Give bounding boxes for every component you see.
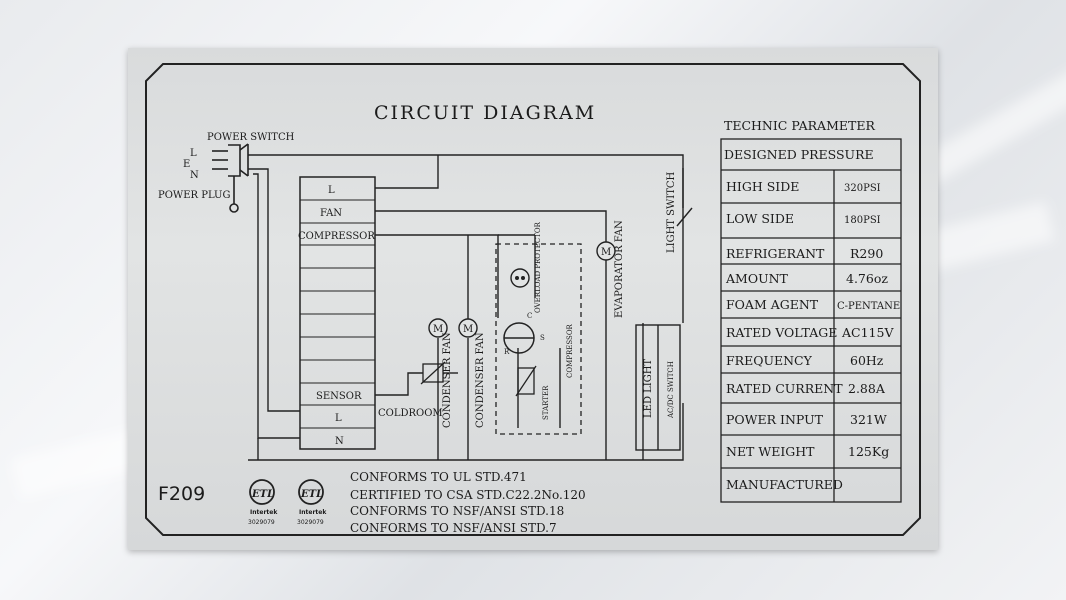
model-number: F209	[158, 483, 205, 505]
overload-protector-icon	[510, 268, 530, 288]
power-switch-label: POWER SWITCH	[207, 132, 295, 143]
svg-text:M: M	[601, 247, 611, 258]
etl-logo: ETL Intertek 3029079	[248, 479, 278, 526]
compressor-terminal-c: C	[527, 312, 532, 320]
terminal-rows	[300, 199, 375, 429]
led-light-icon	[635, 324, 681, 451]
param-value-refrigerant: R290	[850, 246, 883, 261]
param-label-manufactured: MANUFACTURED	[726, 477, 843, 492]
compressor-label: COMPRESSOR	[566, 323, 574, 378]
param-value-amount: 4.76oz	[846, 271, 888, 286]
param-value-rated-current: 2.88A	[848, 381, 886, 396]
terminal-label-l: L	[328, 185, 335, 196]
param-label-rated-current: RATED CURRENT	[726, 381, 843, 396]
acdc-switch-label: AC/DC SWITCH	[667, 361, 675, 419]
starter-icon	[515, 365, 537, 397]
compressor-assembly-box	[495, 243, 582, 435]
param-label-frequency: FREQUENCY	[726, 353, 813, 368]
conformity-line: CONFORMS TO NSF/ANSI STD.18	[350, 504, 564, 518]
technic-parameter-heading: TECHNIC PARAMETER	[724, 118, 875, 133]
diagram-canvas: CIRCUIT DIAGRAM POWER SWITCH POWER PLUG …	[145, 63, 921, 536]
terminal-label-fan: FAN	[320, 208, 342, 219]
power-plug-icon	[212, 144, 241, 213]
conformity-line: CONFORMS TO NSF/ANSI STD.7	[350, 521, 557, 535]
plug-pin-e: E	[183, 159, 190, 170]
evaporator-fan-label: EVAPORATOR FAN	[614, 220, 625, 318]
svg-text:ETL: ETL	[251, 489, 274, 500]
terminal-block: L FAN COMPRESSOR SENSOR L N	[298, 176, 376, 450]
param-value-power-input: 321W	[850, 412, 887, 427]
overload-protector-label: OVERLOAD PROTECTOR	[534, 221, 542, 313]
svg-text:Intertek: Intertek	[250, 509, 278, 516]
param-label-power-input: POWER INPUT	[726, 412, 824, 427]
svg-text:M: M	[463, 324, 473, 335]
starter-label: STARTER	[542, 385, 550, 420]
svg-text:3029079: 3029079	[297, 519, 324, 526]
conformity-line: CERTIFIED TO CSA STD.C22.2No.120	[350, 488, 586, 502]
label-border	[145, 63, 921, 536]
condenser-fan-motor-icon: M	[428, 318, 448, 338]
terminal-label-compressor: COMPRESSOR	[298, 231, 375, 242]
param-value-high-side: 320PSI	[844, 183, 881, 194]
terminal-label-sensor: SENSOR	[316, 391, 362, 402]
param-label-high-side: HIGH SIDE	[726, 179, 799, 194]
parameter-table	[720, 138, 902, 503]
coldroom-label: COLDROOM	[378, 408, 443, 419]
compressor-motor-icon	[503, 322, 535, 354]
power-switch-icon	[239, 143, 249, 177]
param-label-net-weight: NET WEIGHT	[726, 444, 815, 459]
condenser-fan-label: CONDENSER FAN	[475, 332, 486, 428]
param-value-net-weight: 125Kg	[848, 444, 889, 459]
param-value-rated-voltage: AC115V	[841, 325, 894, 340]
param-label-low-side: LOW SIDE	[726, 211, 794, 226]
conformity-line: CONFORMS TO UL STD.471	[350, 470, 527, 484]
circuit-wires	[248, 154, 693, 461]
evaporator-fan-motor-icon: M	[596, 241, 616, 261]
param-label-refrigerant: REFRIGERANT	[726, 246, 825, 261]
coldroom-sensor-icon	[420, 361, 446, 385]
condenser-fan-motor-icon: M	[458, 318, 478, 338]
power-plug-label: POWER PLUG	[158, 190, 230, 201]
param-value-foam-agent: C-PENTANE	[837, 301, 900, 312]
plug-pin-n: N	[190, 170, 199, 181]
plug-pin-l: L	[190, 148, 197, 159]
circuit-diagram-label: CIRCUIT DIAGRAM POWER SWITCH POWER PLUG …	[128, 48, 938, 550]
param-label-amount: AMOUNT	[725, 271, 789, 286]
compressor-terminal-r: R	[504, 348, 510, 356]
compressor-terminal-s: S	[540, 334, 545, 342]
param-value-low-side: 180PSI	[844, 215, 881, 226]
diagram-title: CIRCUIT DIAGRAM	[374, 102, 596, 124]
etl-logo: ETL Intertek 3029079	[297, 479, 327, 526]
light-switch-label: LIGHT SWITCH	[666, 171, 677, 253]
param-label-foam-agent: FOAM AGENT	[726, 297, 819, 312]
svg-text:M: M	[433, 324, 443, 335]
terminal-label-n: N	[335, 436, 344, 447]
svg-text:Intertek: Intertek	[299, 509, 327, 516]
led-light-label: LED LIGHT	[643, 359, 654, 418]
svg-text:3029079: 3029079	[248, 519, 275, 526]
condenser-fan-label: CONDENSER FAN	[442, 332, 453, 428]
param-label-rated-voltage: RATED VOLTAGE	[726, 325, 837, 340]
designed-pressure-label: DESIGNED PRESSURE	[724, 147, 874, 162]
param-value-frequency: 60Hz	[850, 353, 884, 368]
terminal-label-l2: L	[335, 413, 342, 424]
svg-text:ETL: ETL	[300, 489, 323, 500]
